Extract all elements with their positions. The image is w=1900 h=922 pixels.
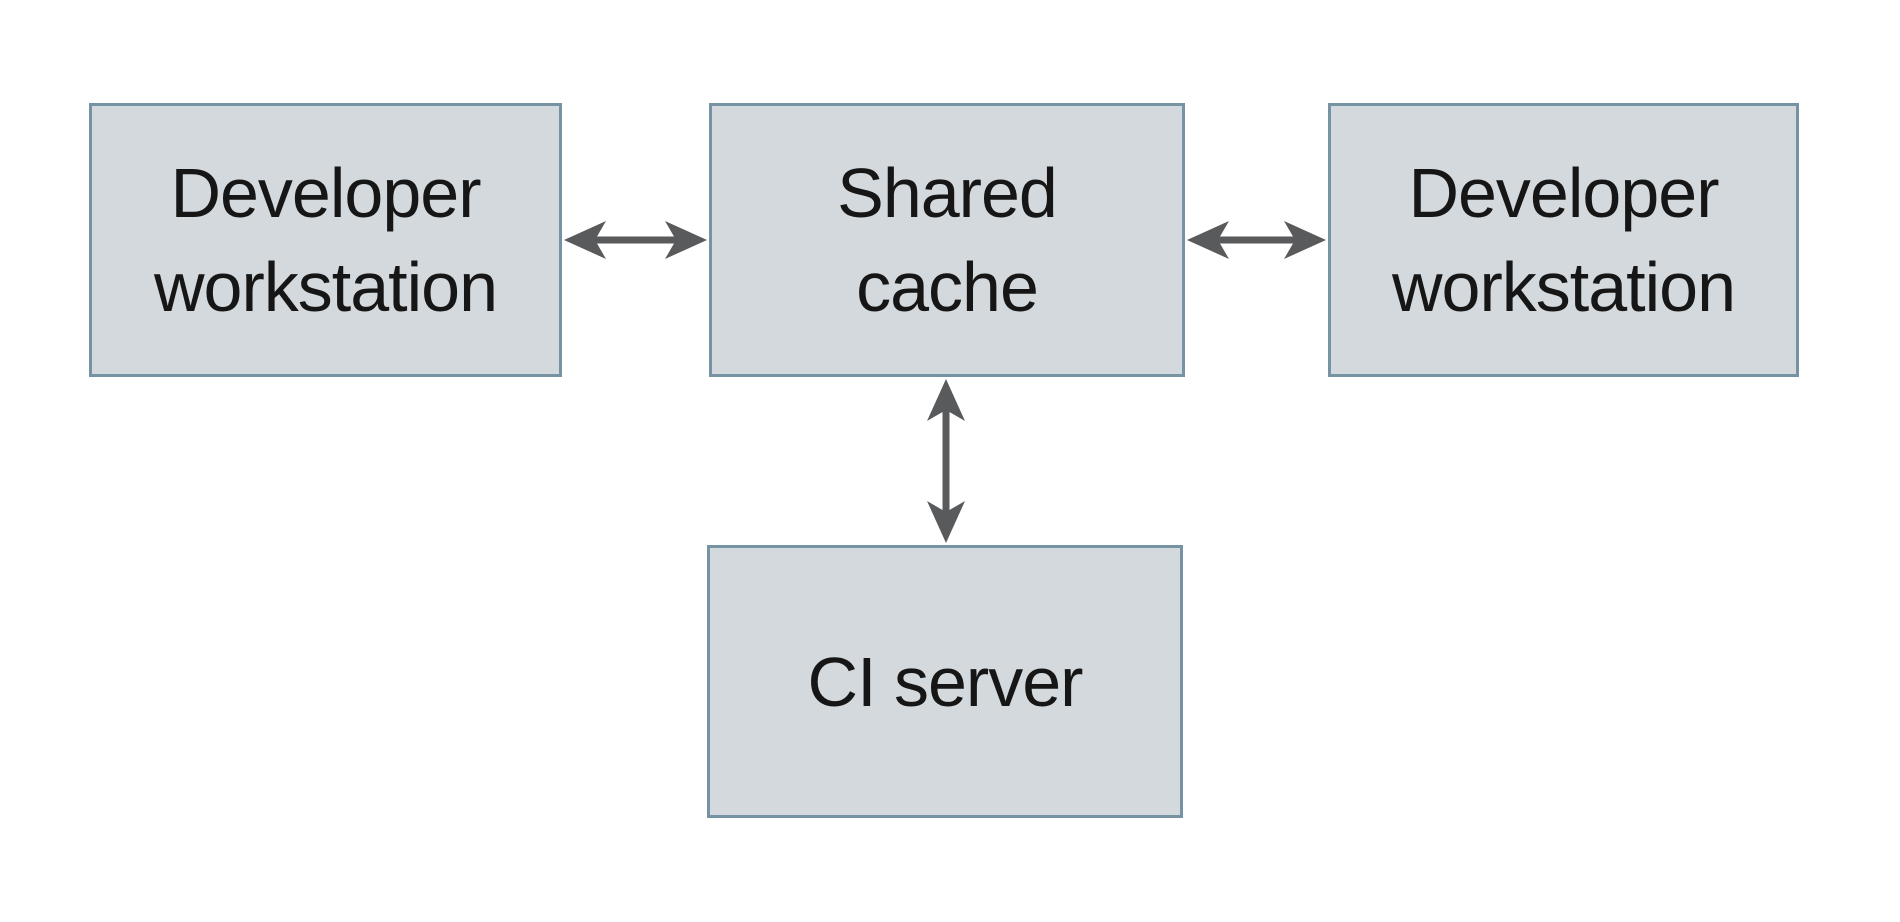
- arrow-devleft-cache-bidirectional-icon: [564, 221, 707, 259]
- arrowhead-right-icon: [665, 221, 707, 259]
- node-shared-cache: Shared cache: [709, 103, 1185, 377]
- node-developer-workstation-left: Developer workstation: [89, 103, 562, 377]
- node-developer-workstation-right: Developer workstation: [1328, 103, 1799, 377]
- arrowhead-left-icon: [1187, 221, 1229, 259]
- arrowhead-right-icon: [1284, 221, 1326, 259]
- arrowhead-up-icon: [927, 379, 965, 421]
- arrow-cache-ciserver-bidirectional-icon: [927, 379, 965, 543]
- arrowhead-down-icon: [927, 501, 965, 543]
- arrowhead-left-icon: [564, 221, 606, 259]
- node-label-developer-workstation-right: Developer workstation: [1391, 154, 1736, 326]
- node-label-shared-cache: Shared cache: [837, 154, 1058, 326]
- node-label-ci-server: CI server: [807, 642, 1084, 721]
- node-label-developer-workstation-left: Developer workstation: [153, 154, 498, 326]
- node-ci-server: CI server: [707, 545, 1183, 818]
- arrow-cache-devright-bidirectional-icon: [1187, 221, 1326, 259]
